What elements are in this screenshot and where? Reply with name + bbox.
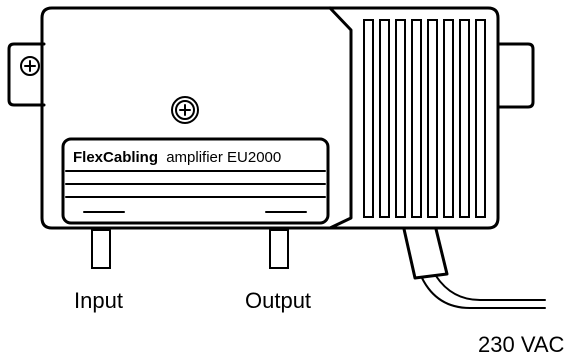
center-screw-icon — [171, 96, 199, 124]
output-connector — [269, 229, 289, 269]
right-mounting-ear — [496, 42, 535, 109]
left-screw-icon — [20, 56, 40, 76]
plate-brand: FlexCabling — [73, 149, 158, 166]
power-label: 230 VAC — [478, 332, 565, 357]
input-label: Input — [74, 288, 123, 313]
output-label: Output — [245, 288, 311, 313]
plate-title: FlexCabling amplifier EU2000 — [73, 149, 281, 166]
name-plate: FlexCabling amplifier EU2000 — [61, 137, 330, 225]
amplifier-housing — [40, 6, 500, 230]
power-cable — [402, 227, 546, 309]
plate-model: amplifier EU2000 — [166, 149, 281, 166]
left-mounting-ear — [7, 42, 46, 107]
heatsink-section — [328, 6, 486, 230]
input-connector — [91, 229, 111, 269]
